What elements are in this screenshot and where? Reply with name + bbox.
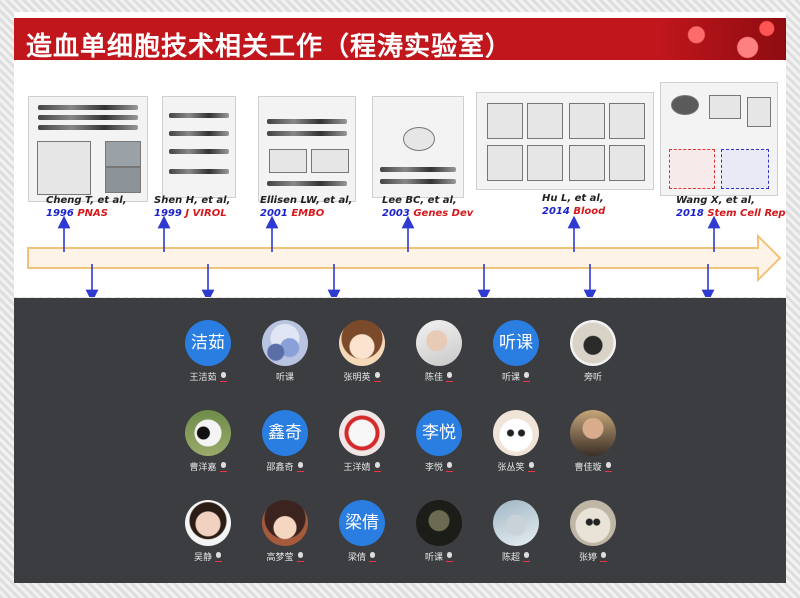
participant-name: 邵鑫奇 — [245, 460, 325, 473]
participant-tile[interactable]: 听课 — [245, 320, 325, 383]
citation-1996: Cheng T, et al,1996 PNAS — [46, 195, 127, 219]
mic-icon — [600, 552, 607, 562]
participant-tile[interactable]: 曹佳璇 — [553, 410, 633, 473]
participant-name: 张丛笑 — [476, 460, 556, 473]
avatar: 听课 — [493, 320, 539, 366]
mic-icon — [446, 372, 453, 382]
mic-icon — [373, 462, 381, 472]
participant-name: 高梦莹 — [245, 550, 325, 563]
banner-decoration — [658, 18, 786, 60]
participant-tile[interactable]: 听课 听课 — [476, 320, 556, 383]
flowers-avatar-icon — [262, 320, 308, 366]
figure-2001 — [258, 96, 356, 202]
figure-2014 — [476, 92, 654, 190]
mic-icon — [296, 462, 304, 472]
participant-name: 陈超 — [476, 550, 556, 563]
participant-name: 张明英 — [322, 370, 402, 383]
participant-tile[interactable]: 洁茹 王洁茹 — [168, 320, 248, 383]
participant-tile[interactable]: 陈超 — [476, 500, 556, 563]
participant-name: 梁倩 — [322, 550, 402, 563]
participant-tile[interactable]: 王洋婧 — [322, 410, 402, 473]
figure-1999 — [162, 96, 236, 198]
shared-slide: 造血单细胞技术相关工作（程涛实验室） Cheng T — [14, 12, 786, 297]
participant-name: 听课 — [275, 373, 294, 383]
figure-2003 — [372, 96, 464, 198]
avatar: 鑫奇 — [262, 410, 308, 456]
mic-icon — [527, 462, 535, 472]
participant-name: 张婷 — [553, 550, 633, 563]
participant-name: 陈佳 — [399, 370, 479, 383]
participant-name: 听课 — [476, 370, 556, 383]
participants-panel: 洁茹 王洁茹 听课 张明英 陈佳 听课 听课 旁听 曹洋嘉 鑫奇 邵鑫奇 王洋婧… — [14, 298, 786, 583]
timeline-graphic — [27, 215, 782, 297]
mic-icon — [446, 462, 453, 472]
anime-girl-avatar-icon — [339, 320, 385, 366]
participant-name: 曹佳璇 — [553, 460, 633, 473]
mic-icon — [369, 552, 376, 562]
participant-name: 听课 — [399, 550, 479, 563]
participant-tile[interactable]: 张丛笑 — [476, 410, 556, 473]
participant-tile[interactable]: 旁听 — [553, 320, 633, 383]
mic-icon — [446, 552, 453, 562]
mic-icon — [373, 372, 381, 382]
participant-tile[interactable]: 张明英 — [322, 320, 402, 383]
participant-tile[interactable]: 陈佳 — [399, 320, 479, 383]
title-banner: 造血单细胞技术相关工作（程涛实验室） — [14, 18, 786, 62]
participant-tile[interactable]: 高梦莹 — [245, 500, 325, 563]
participant-tile[interactable]: 梁倩 梁倩 — [322, 500, 402, 563]
man-avatar-icon — [570, 410, 616, 456]
participant-tile[interactable]: 鑫奇 邵鑫奇 — [245, 410, 325, 473]
seal-avatar-icon — [570, 500, 616, 546]
participant-name: 旁听 — [583, 373, 602, 383]
slide-title: 造血单细胞技术相关工作（程涛实验室） — [26, 32, 513, 62]
citation-2003: Lee BC, et al,2003 Genes Dev — [382, 195, 474, 219]
anime-character-avatar-icon — [262, 500, 308, 546]
pug-avatar-icon — [570, 320, 616, 366]
participant-name: 李悦 — [399, 460, 479, 473]
participant-tile[interactable]: 李悦 李悦 — [399, 410, 479, 473]
citation-2014: Hu L, et al,2014 Blood — [542, 193, 606, 217]
hand-avatar-icon — [493, 500, 539, 546]
participant-tile[interactable]: 张婷 — [553, 500, 633, 563]
mic-icon — [215, 552, 222, 562]
timeline-arrow — [27, 233, 782, 283]
mic-icon — [523, 552, 530, 562]
dark-avatar-icon — [416, 500, 462, 546]
participant-name: 吴静 — [168, 550, 248, 563]
citation-1999: Shen H, et al,1999 J VIROL — [154, 195, 231, 219]
mic-icon — [296, 552, 304, 562]
girl-avatar-icon — [185, 500, 231, 546]
portrait-avatar-icon — [416, 320, 462, 366]
figure-1996 — [28, 96, 148, 202]
participant-name: 王洋婧 — [322, 460, 402, 473]
participant-name: 曹洋嘉 — [168, 460, 248, 473]
no-sign-avatar-icon — [339, 410, 385, 456]
mic-icon — [219, 462, 227, 472]
participant-tile[interactable]: 吴静 — [168, 500, 248, 563]
avatar: 李悦 — [416, 410, 462, 456]
participant-tile[interactable]: 听课 — [399, 500, 479, 563]
mic-icon — [219, 372, 227, 382]
participant-tile[interactable]: 曹洋嘉 — [168, 410, 248, 473]
citation-2001: Ellisen LW, et al,2001 EMBO — [260, 195, 353, 219]
avatar: 梁倩 — [339, 500, 385, 546]
cartoon-cat-avatar-icon — [493, 410, 539, 456]
mic-icon — [604, 462, 612, 472]
avatar: 洁茹 — [185, 320, 231, 366]
panda-avatar-icon — [185, 410, 231, 456]
mic-icon — [523, 372, 530, 382]
citation-2018: Wang X, et al,2018 Stem Cell Rep — [676, 195, 786, 219]
participant-name: 王洁茹 — [168, 370, 248, 383]
figure-2018 — [660, 82, 778, 196]
